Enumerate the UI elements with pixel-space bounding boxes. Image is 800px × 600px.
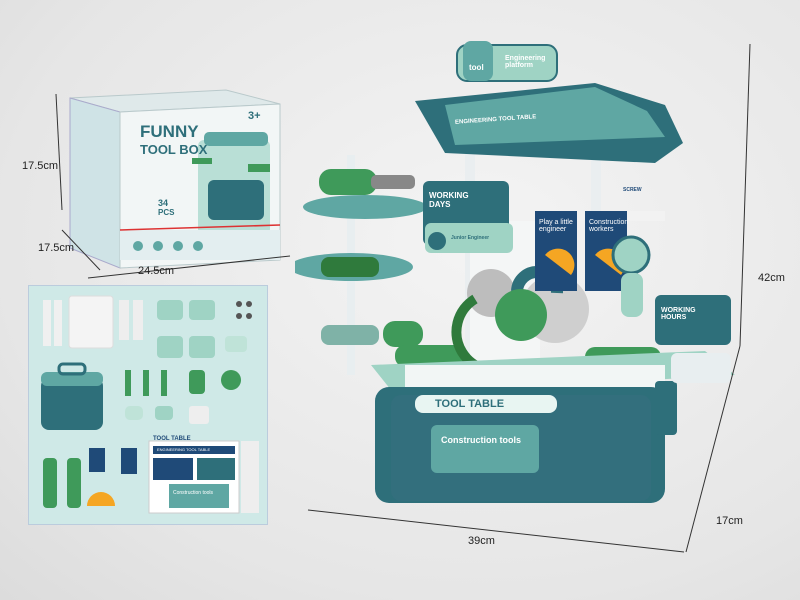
- top-sign-icon-label: tool: [469, 63, 484, 72]
- play-engineer-label: Play a little engineer: [539, 219, 573, 233]
- contents-tool-table-card: TOOL TABLE: [153, 436, 191, 442]
- box-width-label: 24.5cm: [138, 265, 175, 277]
- contents-engineering-card: ENGINEERING TOOL TABLE: [157, 447, 211, 452]
- contents-panel: TOOL TABLE ENGINEERING TOOL TABLE Constr…: [28, 285, 268, 525]
- toy-height-label: 42cm: [758, 272, 785, 284]
- box-depth-label: 17.5cm: [38, 242, 75, 254]
- top-sign-text: Engineering platform: [505, 55, 546, 69]
- box-title-line2: TOOL BOX: [140, 142, 208, 157]
- tool-table-label: TOOL TABLE: [435, 398, 505, 410]
- working-hours-label: WORKING HOURS: [661, 307, 696, 321]
- screw-box-label: SCREW: [623, 187, 642, 193]
- product-box-photo: FUNNY TOOL BOX 3+ 34 PCS: [58, 80, 298, 280]
- working-days-label: WORKING DAYS: [429, 191, 469, 209]
- box-pcs-count: 34: [158, 198, 169, 208]
- toy-width-label: 39cm: [468, 535, 495, 547]
- tool-table-toy-photo: tool Engineering platform ENGINEERING TO…: [289, 35, 755, 505]
- toy-depth-label: 17cm: [716, 515, 743, 527]
- box-dimension-lines: [55, 93, 291, 279]
- box-age-label: 3+: [248, 110, 261, 122]
- box-pcs-label: PCS: [158, 208, 175, 217]
- construction-tools-label: Construction tools: [441, 435, 521, 445]
- contents-construction-card: Construction tools: [173, 490, 214, 496]
- junior-engineer-label: Junior Engineer: [451, 235, 490, 241]
- construction-workers-label: Construction workers: [589, 219, 629, 233]
- toy-dimension-lines: [307, 43, 751, 553]
- box-height-label: 17.5cm: [22, 160, 59, 172]
- box-title-line1: FUNNY: [140, 122, 199, 141]
